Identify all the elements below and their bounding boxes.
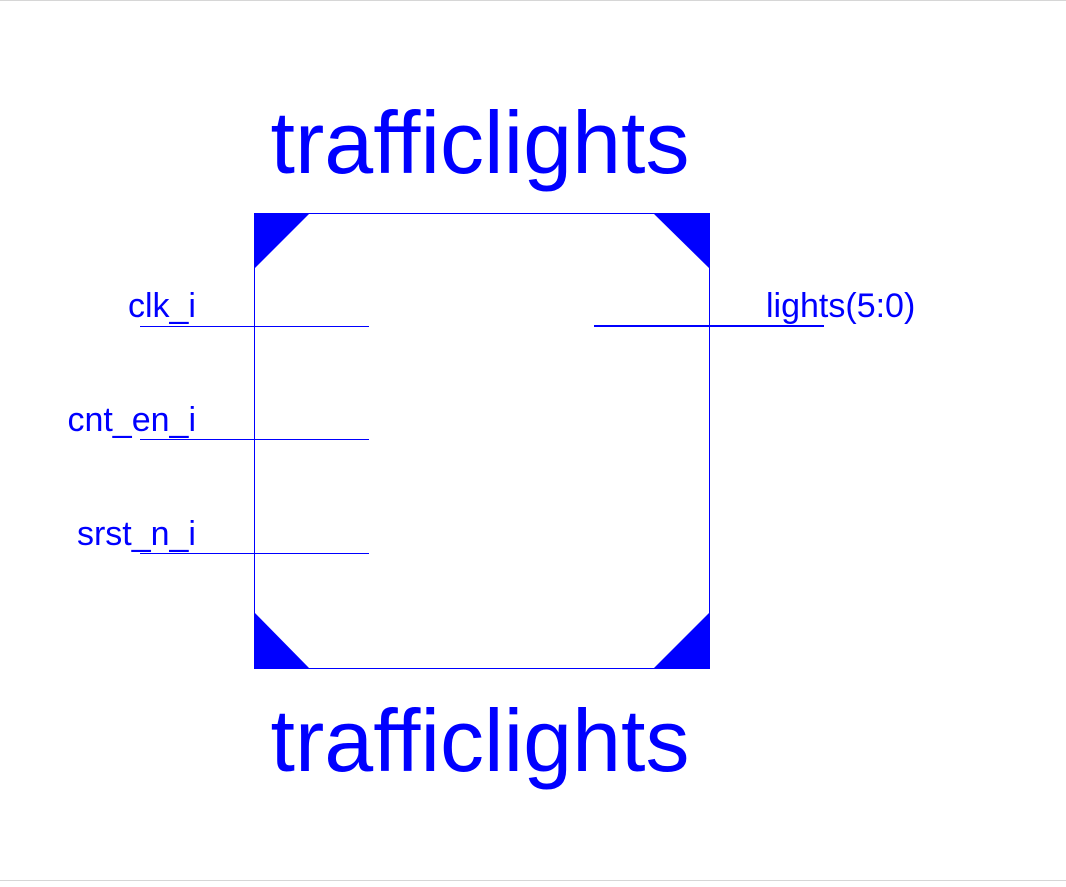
symbol-body[interactable] — [254, 213, 710, 669]
input-pin-cnt-en[interactable]: cnt_en_i — [67, 401, 369, 440]
output-pin-label: lights(5:0) — [766, 287, 915, 325]
input-pin-label: srst_n_i — [77, 515, 196, 553]
corner-marker-bottom-left — [254, 612, 310, 669]
input-pin-srst-n[interactable]: srst_n_i — [77, 515, 369, 554]
input-pin-label: clk_i — [128, 287, 196, 325]
symbol-title-bottom: trafficlights — [271, 691, 690, 790]
input-pin-clk[interactable]: clk_i — [128, 287, 369, 327]
input-pin-label: cnt_en_i — [67, 401, 196, 439]
corner-marker-top-right — [653, 213, 710, 269]
corner-marker-top-left — [254, 213, 310, 269]
symbol-title-top: trafficlights — [271, 93, 690, 192]
output-pin-lights[interactable]: lights(5:0) — [594, 287, 915, 327]
corner-marker-bottom-right — [653, 612, 710, 669]
